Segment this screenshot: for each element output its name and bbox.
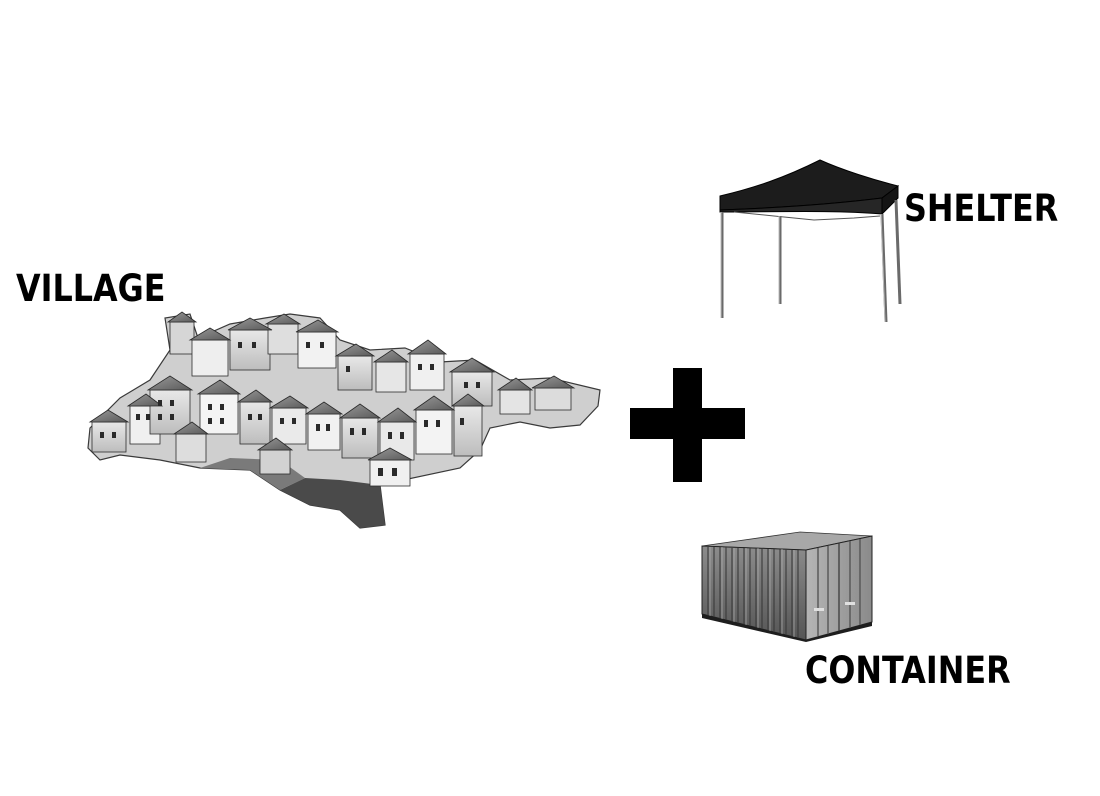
shipping-container-icon (701, 531, 873, 642)
shelter-label: SHELTER (904, 187, 1059, 230)
canopy-tent-icon (719, 159, 902, 323)
village-label: VILLAGE (16, 267, 166, 310)
village-icon (87, 311, 601, 529)
container-label: CONTAINER (805, 649, 1011, 692)
plus-horizontal-bar (630, 408, 745, 439)
